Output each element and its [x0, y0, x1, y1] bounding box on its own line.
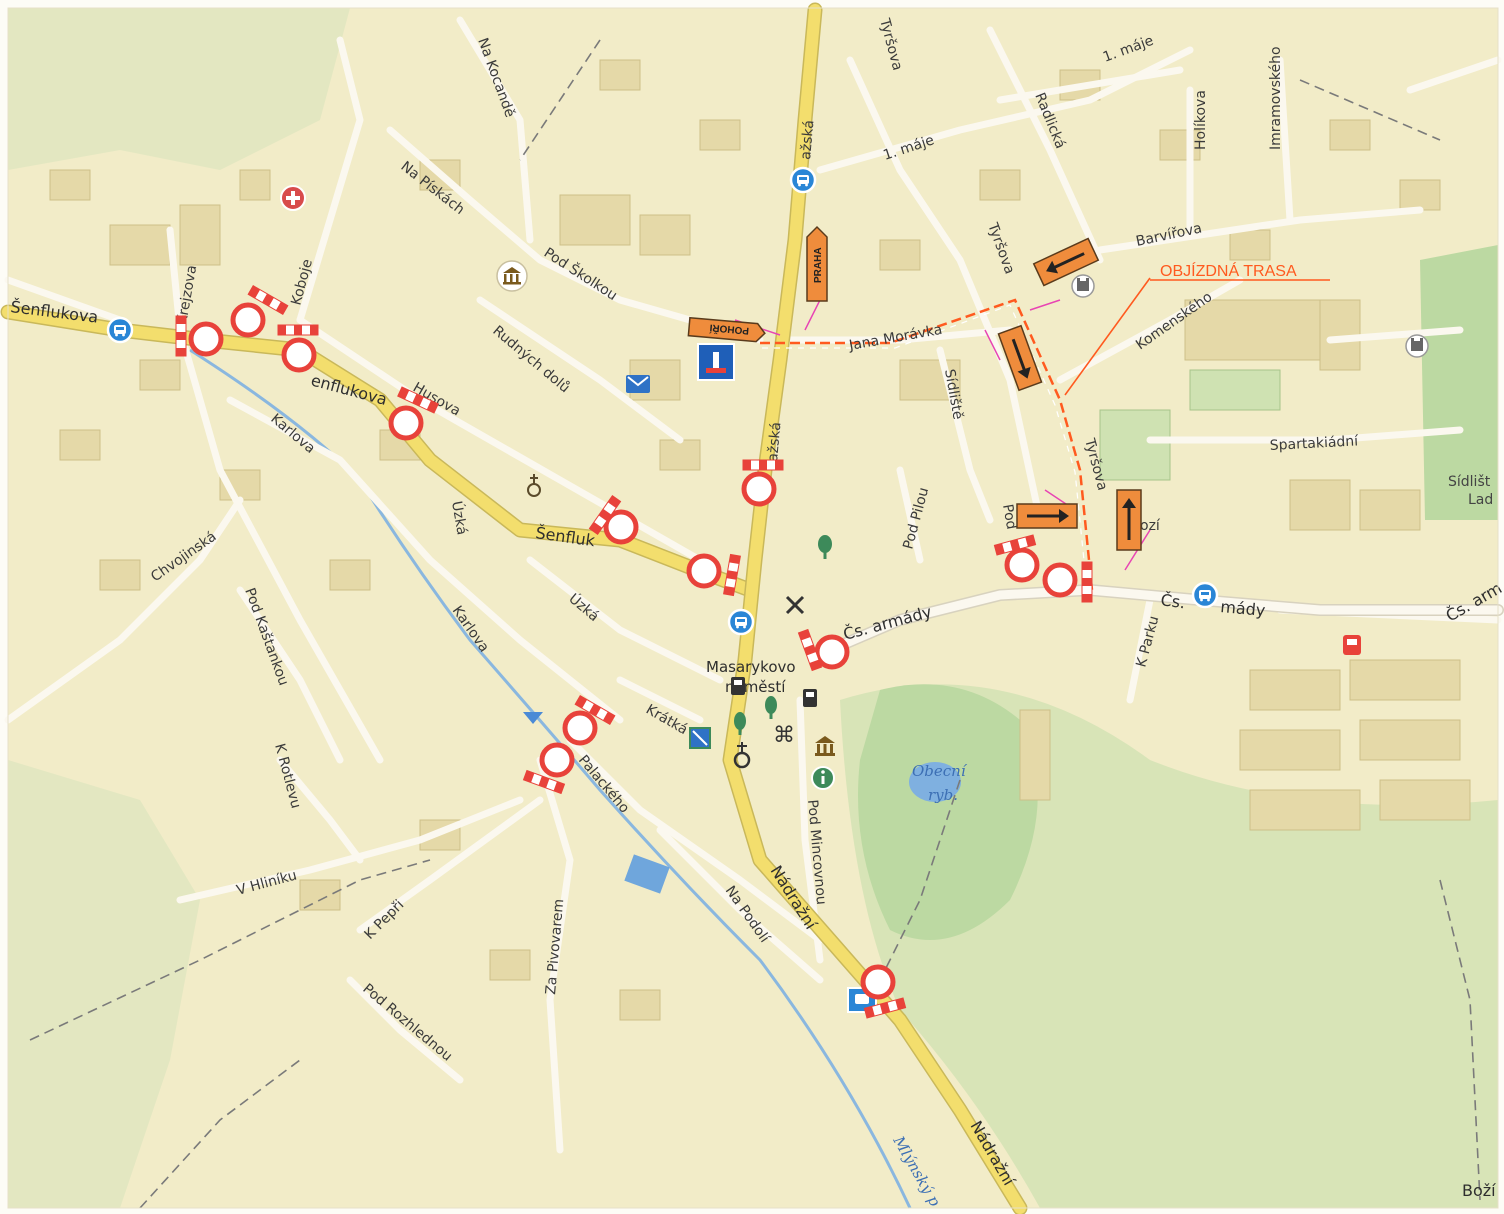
bus-stop-icon[interactable] [106, 316, 134, 344]
bus-stop-icon[interactable] [727, 608, 755, 636]
detour-route-line-inner [762, 304, 1088, 591]
minor-roads [4, 16, 1502, 1154]
rail-paths [29, 39, 1481, 1209]
square-fuel-icon[interactable] [731, 677, 745, 695]
park-obecni [858, 684, 1038, 940]
info-icon[interactable] [811, 766, 835, 790]
street-spartakiadni: Spartakiádní [1269, 433, 1359, 454]
pond-small [624, 854, 670, 894]
street-uzka-north: Úzká [448, 500, 472, 537]
detour-arrow-icon [1115, 488, 1143, 552]
closure-sign-icon[interactable] [542, 745, 572, 775]
restaurant-icon[interactable] [785, 595, 805, 615]
barrier-icon [277, 324, 319, 336]
closure-sign-icon[interactable] [233, 305, 263, 335]
map-frame [7, 7, 1499, 1209]
hospital-icon[interactable] [280, 185, 306, 211]
closure-sign-icon[interactable] [565, 713, 595, 743]
detour-pointer [1064, 277, 1151, 396]
praha-direction-sign: PRAHA [806, 225, 828, 302]
closure-sign-icon[interactable] [191, 324, 221, 354]
barrier-icon [175, 315, 187, 357]
svg-text:⌘: ⌘ [773, 723, 795, 748]
meadow-southwest [8, 760, 200, 1208]
square-name-line-1: Masarykovo [706, 658, 796, 676]
museum-icon[interactable] [496, 260, 528, 292]
bozi-label: Boží [1462, 1181, 1496, 1200]
church-icon[interactable] [527, 474, 541, 497]
street-prazska-north: ažská [798, 119, 817, 160]
street-imramovskeho: Imramovského [1268, 46, 1284, 150]
castle-icon[interactable] [1071, 274, 1095, 298]
street-pod-pilou-short: Pod [999, 503, 1019, 531]
pohori-sign-label: POHOŘÍ [709, 321, 750, 337]
closure-sign-icon[interactable] [391, 408, 421, 438]
tree-icon [818, 535, 832, 559]
street-prazska-south: ažská [765, 421, 784, 462]
pond-label-line-1: Obecní [912, 762, 968, 780]
closure-sign-icon[interactable] [689, 556, 719, 586]
sidliste-lad-line-2: Lad [1468, 492, 1493, 508]
detour-arrow-icon [1015, 502, 1079, 530]
dead-end-sign-icon[interactable] [697, 343, 735, 381]
detour-route-line [760, 298, 1094, 591]
fuel-icon[interactable] [1343, 635, 1361, 655]
barrier-icon [742, 459, 784, 471]
praha-sign-label: PRAHA [813, 247, 824, 283]
sidliste-lad-line-1: Sídlišt [1448, 474, 1491, 490]
sports-field [1420, 245, 1498, 520]
church-icon-square[interactable] [733, 742, 751, 769]
closure-sign-icon[interactable] [1007, 550, 1037, 580]
pond-label-line-2: ryb. [928, 786, 958, 804]
street-cs-armady-mid: Čs. [1159, 590, 1186, 612]
post-office-icon[interactable] [626, 375, 650, 393]
street-cs-armady-mid2: mády [1220, 597, 1267, 620]
school-icon[interactable] [1405, 334, 1429, 358]
garden-east [1099, 409, 1171, 481]
pohori-direction-sign: POHOŘÍ [687, 316, 766, 343]
closure-sign-icon[interactable] [1045, 565, 1075, 595]
square-fuel-icon-2[interactable] [803, 689, 817, 707]
detour-route-label: OBJÍZDNÁ TRASA [1160, 261, 1297, 280]
school-fields [1189, 369, 1281, 411]
parking-icon [523, 712, 543, 724]
tree-icon-square [765, 696, 777, 719]
street-pozi-partial: ozí [1140, 518, 1161, 534]
closure-sign-icon[interactable] [863, 967, 893, 997]
meadow-northwest [8, 8, 350, 170]
bus-stop-icon[interactable] [789, 166, 817, 194]
attraction-icon-2 [689, 727, 711, 749]
closure-sign-icon[interactable] [817, 637, 847, 667]
closure-sign-icon[interactable] [744, 474, 774, 504]
barrier-icon [1081, 561, 1093, 603]
tree-icon-square-2 [734, 712, 746, 735]
museum-icon-square[interactable] [815, 736, 835, 756]
street-holikova: Holíkova [1193, 90, 1209, 150]
closure-sign-icon[interactable] [284, 340, 314, 370]
attraction-icon: ⌘ [773, 723, 795, 748]
pond-obecni [909, 762, 961, 802]
bus-stop-icon[interactable] [1191, 581, 1219, 609]
